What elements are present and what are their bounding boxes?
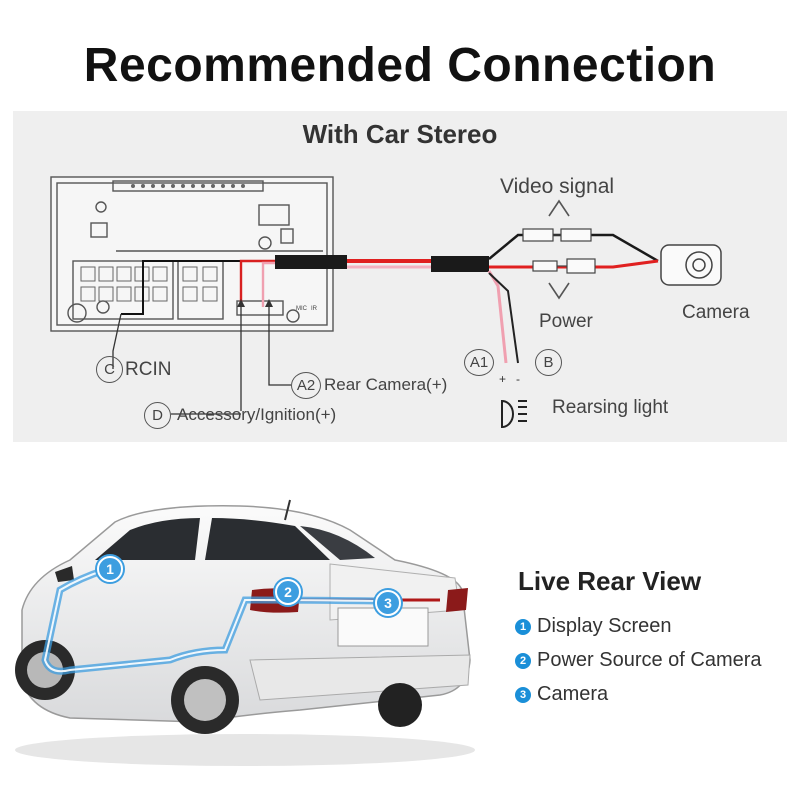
power-label: Power <box>539 311 593 332</box>
pink-wire-stereo <box>261 261 275 307</box>
legend-item-display-screen: 1 Display Screen <box>515 615 672 638</box>
connection-a2-label: Rear Camera(+) <box>324 375 448 394</box>
legend-label-2: Power Source of Camera <box>537 649 762 671</box>
video-rca-connectors <box>522 228 592 242</box>
light-plus-sign: + <box>499 372 506 386</box>
right-rear-wheel <box>378 683 422 727</box>
car-stereo-unit <box>50 176 334 332</box>
connection-a2-marker: A2 <box>291 372 321 399</box>
light-minus-sign: - <box>516 372 520 386</box>
marker-3: 3 <box>375 590 401 616</box>
legend-label-3: Camera <box>537 683 609 705</box>
car-shadow <box>15 734 475 766</box>
connection-d-label: Accessory/Ignition(+) <box>177 405 337 424</box>
connection-d-marker: D <box>144 402 171 429</box>
panel-title: With Car Stereo <box>302 119 498 149</box>
arrow-a2 <box>265 299 273 307</box>
cable-connector <box>431 256 489 272</box>
cable-to-light-black <box>488 272 519 364</box>
car-windows <box>95 518 330 560</box>
legend-item-camera: 3 Camera <box>515 683 608 706</box>
connection-c-marker: C <box>96 356 123 383</box>
connection-c-label: RCIN <box>125 359 172 380</box>
chevron-up-icon <box>548 199 570 217</box>
wiring-diagram: MIC IR <box>50 176 722 429</box>
marker-2: 2 <box>275 579 301 605</box>
side-mirror <box>55 566 74 582</box>
stereo-top-pins <box>131 184 245 188</box>
legend-item-power-source: 2 Power Source of Camera <box>515 649 762 672</box>
connection-a1-marker: A1 <box>464 349 494 376</box>
camera-icon <box>660 244 722 286</box>
marker-1: 1 <box>97 556 123 582</box>
power-connectors <box>532 258 596 274</box>
stereo-mic-mark: MIC <box>296 306 308 312</box>
legend-num-1: 1 <box>515 618 531 635</box>
car-illustration <box>15 499 475 766</box>
connection-diagram-panel: With Car Stereo M <box>13 111 787 442</box>
reversing-light-label: Rearsing light <box>552 397 669 418</box>
antenna <box>284 499 291 521</box>
red-wire-stereo <box>239 259 275 307</box>
live-view-title: Live Rear View <box>518 566 702 596</box>
tail-light-right <box>446 588 468 612</box>
connection-b-marker: B <box>535 349 562 376</box>
chevron-down-icon <box>548 282 570 300</box>
legend-label-1: Display Screen <box>537 615 672 637</box>
legend-num-2: 2 <box>515 652 531 669</box>
rear-bumper <box>249 654 471 701</box>
black-wire-rcin <box>121 260 275 315</box>
reversing-light-icon <box>501 399 527 429</box>
video-signal-label: Video signal <box>500 175 615 198</box>
arrow-d <box>237 299 245 307</box>
rear-window <box>300 526 375 560</box>
leader-a2 <box>268 307 291 386</box>
legend-num-3: 3 <box>515 686 531 703</box>
page-title: Recommended Connection <box>83 39 717 92</box>
cable-to-light-pink <box>487 270 508 364</box>
stereo-ir-mark: IR <box>311 306 318 312</box>
camera-label: Camera <box>682 302 750 323</box>
main-cable-sleeve <box>275 255 347 269</box>
